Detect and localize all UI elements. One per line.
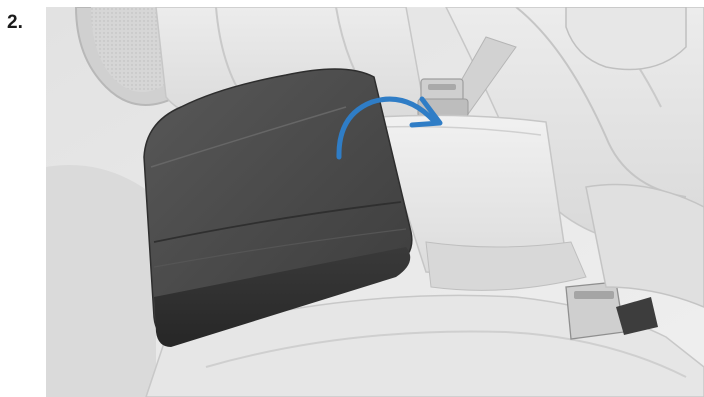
rear-seat-illustration <box>46 7 704 397</box>
step-number: 2. <box>7 13 23 32</box>
